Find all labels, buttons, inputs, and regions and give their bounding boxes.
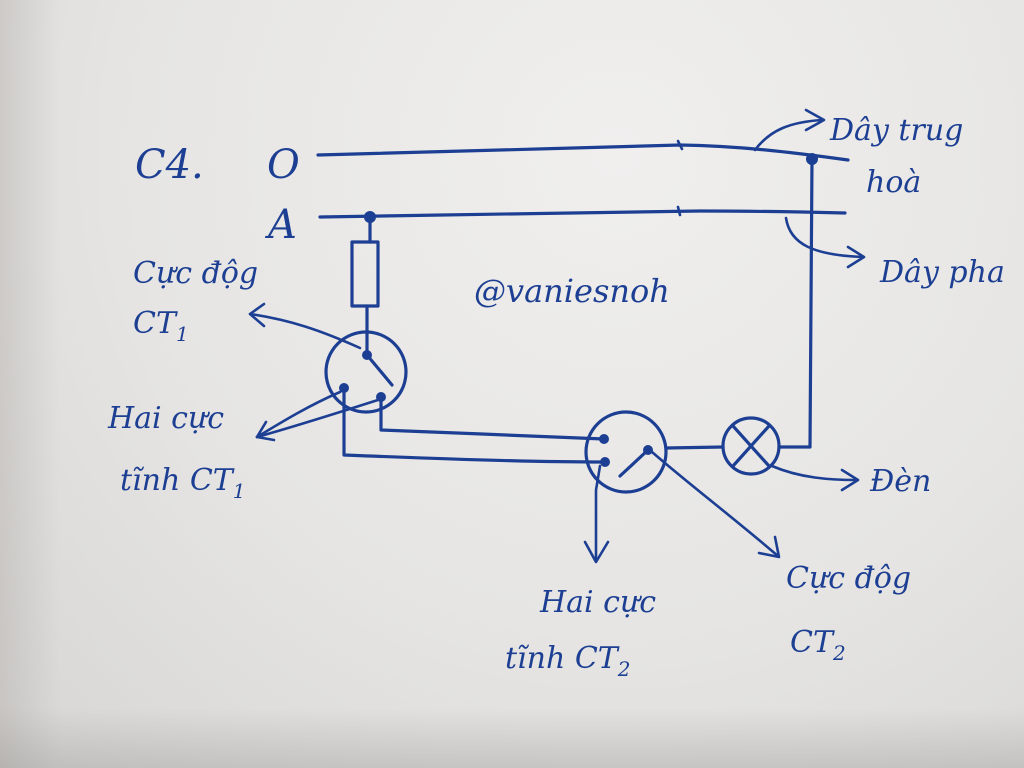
switch-ct2-static-pole-top — [599, 434, 609, 444]
arrow-static-pole-ct1-b — [255, 398, 380, 439]
label-lamp: Đèn — [869, 464, 931, 499]
lamp-cross-b — [731, 424, 771, 468]
label-moving-pole-ct2-1: Cực độg — [786, 561, 911, 596]
arrow-moving-pole-ct2 — [650, 450, 780, 558]
arrow-moving-pole-ct1 — [248, 312, 362, 350]
switch-ct2-blade — [618, 448, 650, 478]
label-static-poles-ct2-2-text: tĩnh CT — [505, 641, 620, 676]
switch-ct2-circle — [584, 410, 668, 494]
label-static-poles-ct1-1: Hai cực — [107, 401, 224, 436]
arrow-phase-wire — [784, 216, 864, 259]
arrow-phase-wire-head — [846, 245, 866, 269]
traveller-wire-lower — [342, 386, 607, 464]
lamp-to-neutral-wire — [777, 157, 814, 449]
switch-ct2-static-pole-bottom — [600, 457, 610, 467]
fuse-symbol — [350, 240, 380, 308]
ct2-to-lamp-wire — [664, 445, 725, 450]
paper-shadow-left — [0, 0, 60, 768]
label-moving-pole-ct2-2: CT2 — [790, 625, 846, 665]
arrow-lamp-head — [840, 468, 860, 492]
label-static-poles-ct2-2: tĩnh CT2 — [505, 641, 631, 681]
label-neutral-wire-1: Dây trug — [829, 113, 963, 148]
arrow-static-poles-ct2 — [594, 464, 602, 562]
label-static-poles-ct2-2-sub: 2 — [617, 657, 631, 681]
switch-ct1-blade — [365, 353, 394, 387]
label-static-poles-ct1-2: tĩnh CT1 — [120, 463, 246, 503]
arrow-moving-pole-ct1-head — [248, 302, 266, 328]
label-neutral-wire-2: hoà — [866, 165, 921, 200]
arrow-static-poles-ct1-head — [255, 420, 276, 442]
label-moving-pole-ct1-2: CT1 — [133, 306, 189, 346]
neutral-wire — [316, 143, 850, 162]
question-label: C4. — [135, 142, 204, 188]
arrow-moving-pole-ct2-head — [757, 535, 781, 559]
phase-wire-tick — [676, 205, 682, 217]
label-static-poles-ct1-2-sub: 1 — [233, 479, 246, 503]
label-moving-pole-ct2-2-text: CT — [790, 625, 835, 660]
label-moving-pole-ct2-2-sub: 2 — [832, 641, 846, 665]
phase-wire — [318, 209, 847, 219]
terminal-a-label: A — [264, 202, 297, 248]
arrow-static-poles-ct2-head — [583, 540, 610, 564]
paper-shadow-bottom — [0, 708, 1024, 768]
arrow-lamp — [770, 464, 858, 482]
terminal-o-label: O — [267, 142, 300, 188]
label-moving-pole-ct1-2-sub: 1 — [176, 322, 189, 346]
switch-ct1-circle — [324, 330, 408, 414]
label-moving-pole-ct1-2-text: CT — [133, 306, 178, 341]
label-static-poles-ct1-2-text: tĩnh CT — [120, 463, 235, 498]
label-static-poles-ct2-1: Hai cực — [539, 585, 656, 620]
arrow-neutral-wire — [753, 118, 824, 152]
neutral-wire-tick — [676, 139, 684, 151]
label-phase-wire: Dây pha — [879, 255, 1005, 290]
traveller-wire-upper — [379, 395, 606, 441]
arrow-static-pole-ct1-a — [255, 390, 342, 439]
arrow-neutral-wire-head — [804, 108, 826, 132]
watermark-text: @vaniesnoh — [474, 272, 670, 310]
label-moving-pole-ct1-1: Cực độg — [133, 256, 258, 291]
